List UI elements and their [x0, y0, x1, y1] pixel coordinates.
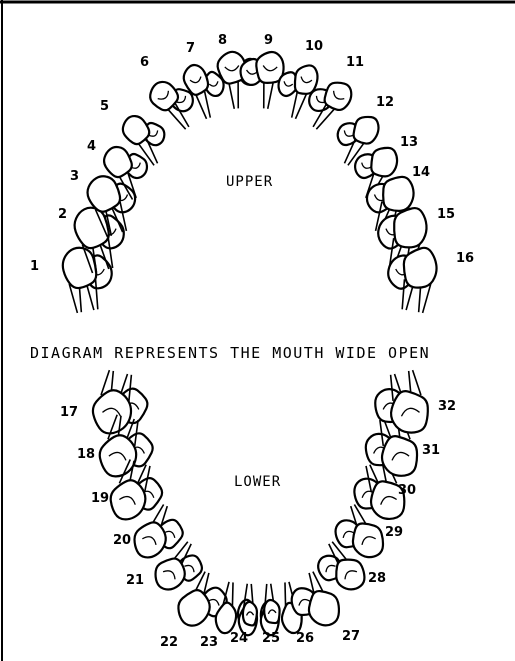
tooth-number-27: 27 — [342, 629, 360, 644]
tooth-number-19: 19 — [91, 491, 109, 506]
tooth-number-25: 25 — [262, 631, 280, 646]
lower-arch-teeth — [89, 368, 433, 635]
tooth-number-1: 1 — [30, 259, 39, 274]
tooth-number-24: 24 — [230, 631, 248, 646]
tooth-number-6: 6 — [140, 55, 149, 70]
lower-tooth-25-lingual — [242, 602, 257, 626]
tooth-number-31: 31 — [422, 443, 440, 458]
tooth-number-28: 28 — [368, 571, 386, 586]
tooth-number-15: 15 — [437, 207, 455, 222]
tooth-number-26: 26 — [296, 631, 314, 646]
tooth-number-3: 3 — [70, 169, 79, 184]
tooth-number-11: 11 — [346, 55, 364, 70]
tooth-number-10: 10 — [305, 39, 323, 54]
diagram-caption: DIAGRAM REPRESENTS THE MOUTH WIDE OPEN — [30, 344, 430, 362]
tooth-number-5: 5 — [100, 99, 109, 114]
tooth-number-20: 20 — [113, 533, 131, 548]
tooth-number-4: 4 — [87, 139, 96, 154]
upper-arch-label: UPPER — [226, 174, 273, 190]
tooth-number-23: 23 — [200, 635, 218, 650]
tooth-number-7: 7 — [186, 41, 195, 56]
tooth-number-8: 8 — [218, 33, 227, 48]
tooth-number-13: 13 — [400, 135, 418, 150]
tooth-number-17: 17 — [60, 405, 78, 420]
tooth-number-21: 21 — [126, 573, 144, 588]
tooth-number-22: 22 — [160, 635, 178, 650]
tooth-number-18: 18 — [77, 447, 95, 462]
tooth-number-2: 2 — [58, 207, 67, 222]
tooth-number-32: 32 — [438, 399, 456, 414]
tooth-number-16: 16 — [456, 251, 474, 266]
lower-arch-label: LOWER — [234, 474, 281, 490]
tooth-number-30: 30 — [398, 483, 416, 498]
tooth-number-12: 12 — [376, 95, 394, 110]
tooth-number-14: 14 — [412, 165, 430, 180]
tooth-number-9: 9 — [264, 33, 273, 48]
tooth-number-29: 29 — [385, 525, 403, 540]
